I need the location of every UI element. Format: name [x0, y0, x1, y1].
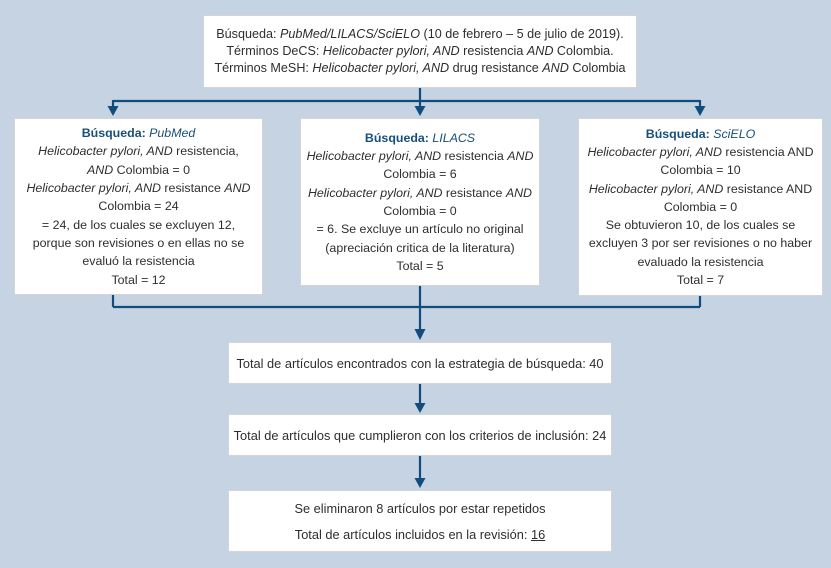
text-line: Colombia = 6 [383, 167, 457, 182]
text-line: (apreciación critica de la literatura) [325, 240, 515, 255]
text-line: Helicobacter pylori, AND resistencia, [38, 144, 239, 159]
text-line: Colombia = 24 [98, 199, 179, 214]
text-line: Helicobacter pylori, AND resistencia AND [306, 149, 534, 164]
scielo-results-box: Búsqueda: SciELO Helicobacter pylori, AND… [578, 118, 823, 296]
text-line: Total = 5 [396, 258, 444, 273]
text-line: evaluado la resistencia [637, 254, 764, 269]
text-line: Se obtuvieron 10, de los cuales se [605, 218, 796, 233]
text-line: Términos DeCS: Helicobacter pylori, AND … [226, 44, 614, 58]
text-line: AND Colombia = 0 [87, 162, 190, 177]
text-line: Total de artículos encontrados con la es… [236, 355, 604, 371]
text-line: Búsqueda: SciELO [645, 126, 756, 141]
inclusion-criteria-box: Total de artículos que cumplieron con lo… [228, 414, 612, 456]
text-line: Helicobacter pylori, AND resistance AND [588, 181, 813, 196]
text-line: Colombia = 0 [663, 199, 738, 214]
text-line: excluyen 3 por ser revisiones o no haber [588, 236, 813, 251]
text-line: Total de artículos incluidos en la revis… [294, 526, 546, 542]
lilacs-results-box: Búsqueda: LILACS Helicobacter pylori, AND… [300, 118, 540, 286]
text-line: Helicobacter pylori, AND resistance AND [26, 181, 251, 196]
text-line: Se eliminaron 8 artículos por estar repe… [294, 500, 546, 516]
total-found-box: Total de artículos encontrados con la es… [228, 342, 612, 384]
text-line: Búsqueda: LILACS [364, 130, 476, 145]
text-line: = 24, de los cuales se excluyen 12, [41, 217, 236, 232]
text-line: Helicobacter pylori, AND resistance AND [307, 185, 533, 200]
arrowhead-to-final [414, 478, 426, 488]
text-line: evaluó la resistencia [82, 254, 195, 269]
arrowhead-to-scielo [694, 106, 706, 116]
text-line: Colombia = 0 [383, 204, 457, 218]
text-line: = 6. Se excluye un artículo no original [316, 222, 524, 237]
text-line: Términos MeSH: Helicobacter pylori, AND … [214, 61, 626, 75]
arrowhead-to-criteria [414, 403, 426, 413]
text-line: Total = 7 [676, 273, 725, 288]
search-strategy-box: Búsqueda: PubMed/LILACS/SciELO (10 de fe… [203, 15, 637, 88]
text-line: Colombia = 10 [660, 163, 741, 178]
text-line: porque son revisiones o en ellas no se [32, 235, 245, 250]
text-line: Búsqueda: PubMed [81, 126, 196, 141]
text-line: Helicobacter pylori, AND resistencia AND [587, 144, 814, 159]
connector-top-split [107, 88, 706, 116]
included-in-review-box: Se eliminaron 8 artículos por estar repe… [228, 490, 612, 552]
connector-merge [111, 286, 702, 340]
arrowhead-to-total-found [414, 329, 426, 340]
text-line: Búsqueda: PubMed/LILACS/SciELO (10 de fe… [216, 27, 624, 41]
text-line: Total de artículos que cumplieron con lo… [233, 427, 607, 443]
text-line: Total = 12 [111, 272, 166, 287]
connector-total-to-criteria [414, 384, 426, 413]
arrowhead-to-pubmed [107, 106, 119, 116]
arrowhead-to-lilacs [414, 106, 426, 116]
connector-criteria-to-final [414, 456, 426, 488]
